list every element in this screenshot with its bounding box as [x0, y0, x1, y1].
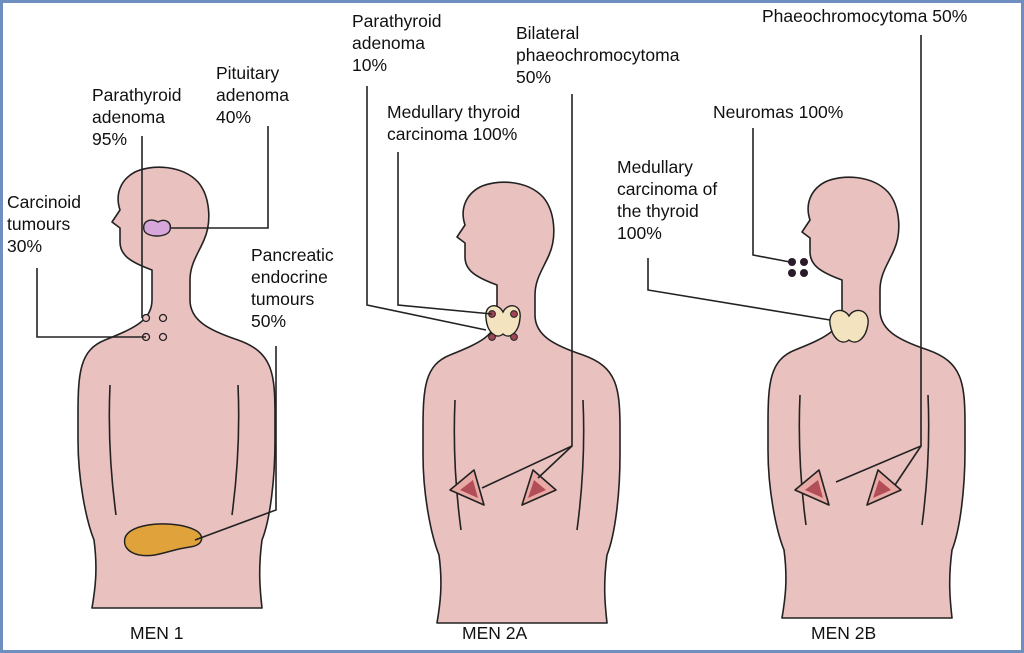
label-men2a-medullary: Medullary thyroid carcinoma 100%: [387, 102, 521, 144]
label-men2a-parathyroid: Parathyroid adenoma 10%: [352, 11, 442, 75]
label-men1-pituitary: Pituitary adenoma 40%: [216, 63, 289, 127]
thyroid-gland-men2b-icon: [829, 309, 869, 343]
label-men2b-neuromas: Neuromas 100%: [713, 102, 844, 122]
leader-lines-men2a: [366, 86, 573, 489]
leader-lines-men2b: [647, 35, 922, 486]
pituitary-gland-icon: [143, 219, 172, 237]
label-men2a-phaeo: Bilateral phaeochromocytoma 50%: [516, 23, 680, 87]
label-men1-pancreatic: Pancreatic endocrine tumours 50%: [251, 245, 334, 331]
adrenal-glands-men2b-icon: [794, 469, 902, 506]
pancreas-icon: [123, 523, 203, 557]
human-silhouette-men2a: [422, 181, 621, 624]
adrenal-glands-men2a-icon: [449, 469, 557, 506]
human-silhouette-men2b: [767, 176, 966, 619]
leader-lines-men1: [36, 126, 277, 541]
label-men2b-phaeo: Phaeochromocytoma 50%: [762, 6, 968, 26]
label-men1-parathyroid: Parathyroid adenoma 95%: [92, 85, 182, 149]
label-men1-carcinoid: Carcinoid tumours 30%: [7, 192, 81, 256]
neuroma-dots-icon: [788, 258, 808, 277]
caption-men2b: MEN 2B: [811, 623, 877, 643]
caption-men2a: MEN 2A: [462, 623, 528, 643]
parathyroid-glands-men2a-icon: [488, 310, 518, 341]
label-men2b-medullary: Medullary carcinoma of the thyroid 100%: [617, 157, 718, 243]
caption-men1: MEN 1: [130, 623, 184, 643]
